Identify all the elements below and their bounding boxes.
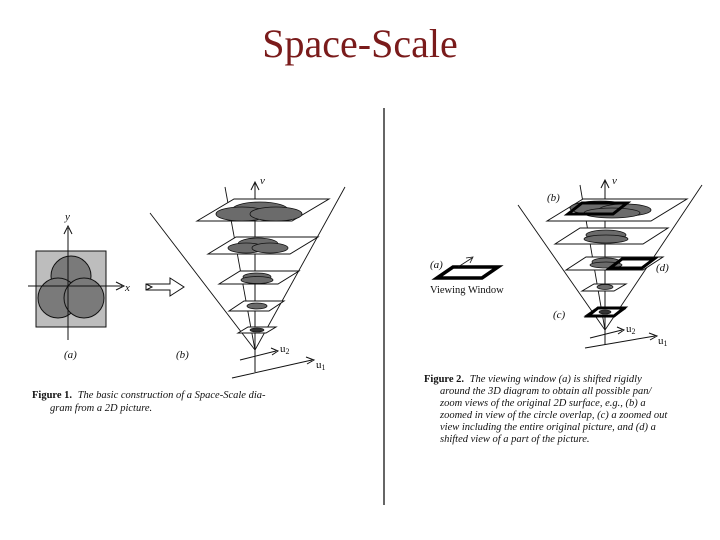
figure1-axis-y-label: y [64,211,70,223]
figure-1: y x (a) [28,175,346,414]
figure2-caption-line4: zoomed in view of the circle overlap, (c… [439,410,668,421]
figure2-caption: Figure 2. The viewing window (a) is shif… [424,374,642,385]
figure2-axis-v-label: v [612,175,617,187]
figure2-axis-u2-label: u2 [626,323,636,336]
figure2-panel-c-label: (c) [553,309,566,321]
figure2-viewing-window [431,256,504,280]
figure1-caption-line2: gram from a 2D picture. [50,403,152,414]
figure1-caption: Figure 1. The basic construction of a Sp… [32,390,266,401]
figure1-transform-arrow [145,277,185,297]
figure2-space-scale-cone [517,178,703,349]
figure2-viewing-window-label: Viewing Window [430,285,504,296]
figure2-caption-line6: shifted view of a part of the picture. [440,434,590,445]
figure2-caption-line2: around the 3D diagram to obtain all poss… [440,386,652,397]
figure1-panel-a-picture [28,224,126,340]
figure-2: v (b) (d) (a) Viewing Window (c) u2 u1 F… [424,175,703,445]
figure1-axis-v-label: v [260,175,265,187]
figure2-panel-d-label: (d) [656,262,669,274]
figure1-space-scale-cone [149,180,346,379]
figure2-panel-b-label: (b) [547,192,560,204]
figure1-panel-b-label: (b) [176,349,189,361]
figure2-caption-line5: view including the entire original pictu… [440,422,656,433]
figure2-panel-a-label: (a) [430,259,443,271]
figure1-axis-u2-label: u2 [280,343,290,356]
figure1-axis-u1-label: u1 [316,359,326,372]
slide-title: Space-Scale [262,21,458,66]
figure1-axis-x-label: x [124,282,130,294]
figure2-caption-line3: zoom views of the original 2D surface, e… [439,398,646,409]
figure2-axis-u1-label: u1 [658,335,668,348]
figure1-panel-a-label: (a) [64,349,77,361]
